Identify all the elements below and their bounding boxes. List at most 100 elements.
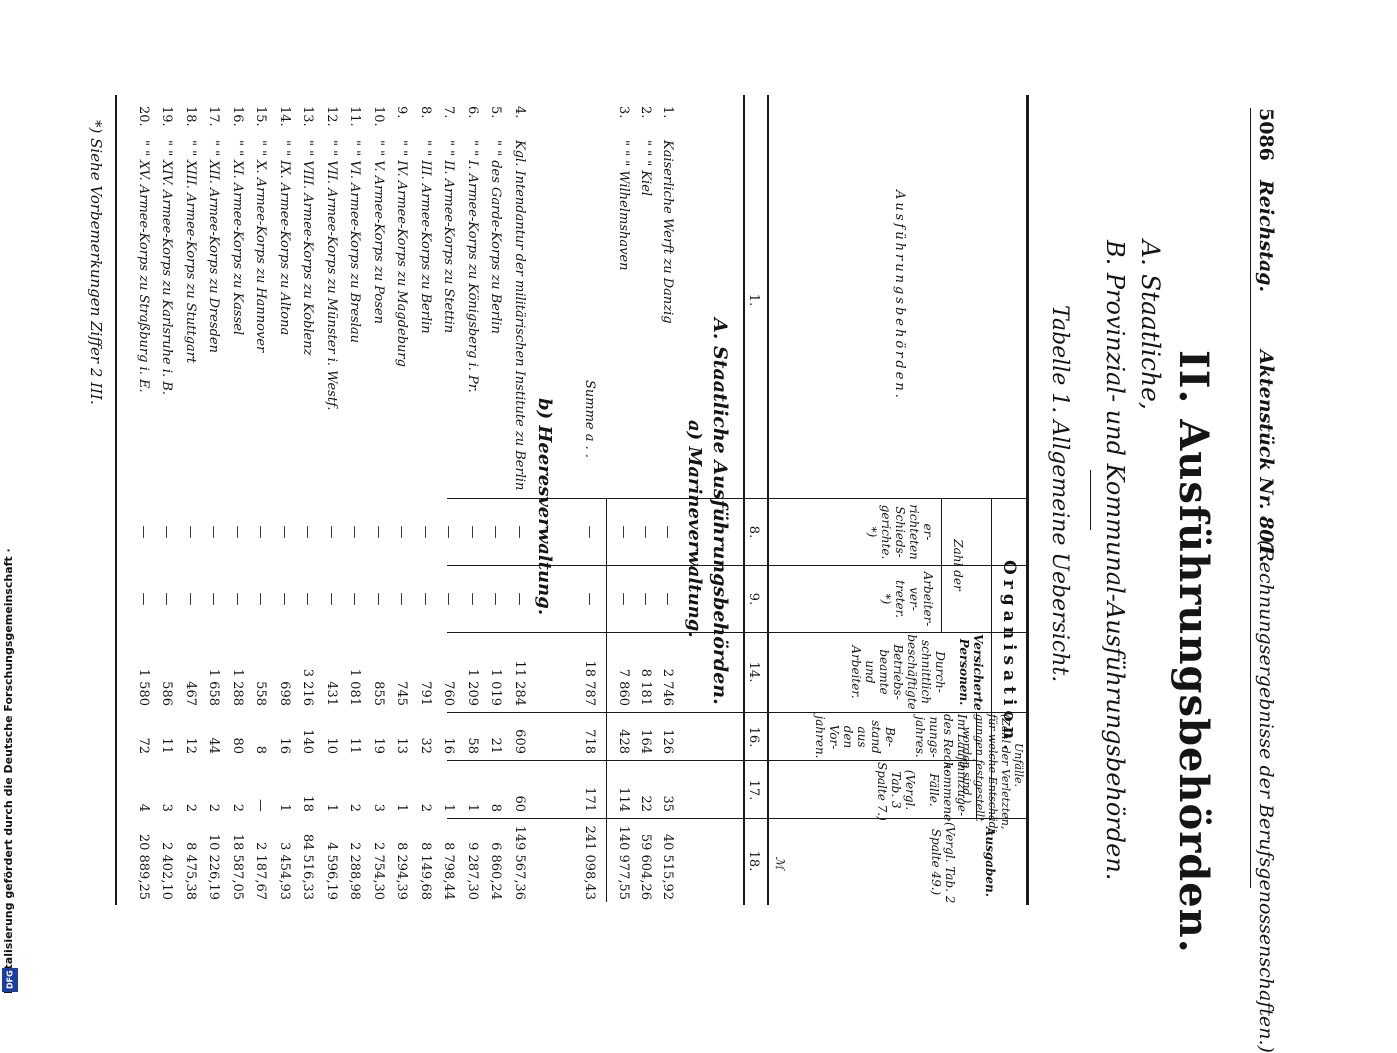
cell-col16: 10 — [324, 737, 339, 754]
cell-col14: 1 019 — [488, 668, 504, 706]
cell-col16: 12 — [183, 737, 198, 754]
list-item-b: B. Provinzial- und Kommunal-Ausführungsb… — [1101, 240, 1129, 881]
col-header-17-head: hinzuge- kommene Fälle. — [927, 762, 969, 822]
cell-col9: — — [230, 592, 245, 606]
row-name: " " XI. Armee-Korps zu Kassel — [230, 140, 245, 336]
cell-col18: 2 754,30 — [371, 842, 386, 900]
sum-col16: 718 — [582, 729, 597, 754]
sum-col14: 18 787 — [582, 660, 597, 707]
cell-col8: — — [660, 525, 675, 539]
row-name: " " X. Armee-Korps zu Hannover — [253, 140, 269, 353]
row-name: " " XV. Armee-Korps zu Straßburg i. E. — [136, 140, 151, 393]
row-number: 1. — [660, 106, 675, 119]
table-top-rule — [1026, 95, 1029, 905]
col-header-17: Be- stand aus den Vor- jahren. — [813, 715, 897, 759]
cell-col8: — — [371, 525, 386, 539]
cell-col17: 1 — [394, 803, 410, 812]
cell-col8: — — [253, 525, 269, 539]
cell-col14: 2 746 — [660, 668, 675, 706]
colnum-bottom-rule — [743, 95, 745, 905]
col-header-versicherte: Versicherte Personen. — [957, 634, 985, 711]
row-name: " " " Kiel — [638, 140, 653, 197]
cell-col9: — — [512, 592, 527, 606]
cell-col8: — — [488, 525, 504, 539]
col-header-zahl-der: Zahl der — [951, 539, 965, 591]
cell-col16: 32 — [418, 737, 433, 754]
cell-col17: 3 — [371, 803, 386, 812]
cell-col8: — — [136, 525, 151, 539]
separator — [1090, 470, 1091, 530]
cell-col14: 1 081 — [347, 668, 363, 706]
list-item-a: A. Staatliche, — [1136, 240, 1165, 410]
cell-col8: — — [512, 525, 527, 539]
cell-col8: — — [616, 525, 631, 539]
cell-col17: 8 — [488, 803, 504, 812]
cell-col17: 1 — [324, 803, 339, 812]
row-number: 4. — [512, 106, 527, 119]
section-a-sub-heading: a) Marineverwaltung. — [684, 420, 705, 638]
cell-col8: — — [230, 525, 245, 539]
cell-col9: — — [183, 592, 198, 606]
col-header-ausfuehrungsbehoerden: Ausführungsbehörden. — [892, 190, 907, 401]
cell-col17: 4 — [136, 803, 151, 812]
cell-col14: 791 — [418, 681, 433, 706]
cell-col16: 140 — [300, 729, 316, 754]
col-header-16: Im Laufe des Rech- nungs- jahres. — [913, 714, 969, 774]
cell-col17: 114 — [616, 787, 631, 812]
cell-col17: 2 — [347, 803, 363, 812]
cell-col18: 20 889,25 — [136, 833, 151, 900]
cell-col14: 855 — [371, 681, 386, 706]
col-header-17-ref: (Vergl. Tab. 3 Spalte 7.) — [875, 762, 917, 821]
cell-col16: 72 — [136, 737, 151, 754]
row-name: " " II. Armee-Korps zu Stettin — [441, 140, 457, 334]
cell-col8: — — [324, 525, 339, 539]
row-number: 6. — [465, 106, 480, 119]
colnum-14: 14. — [746, 661, 761, 683]
row-name: " " III. Armee-Korps zu Berlin — [418, 140, 433, 334]
cell-col16: 80 — [230, 737, 245, 754]
cell-col16: 58 — [465, 737, 480, 754]
cell-col17: 18 — [300, 795, 316, 812]
row-name: " " XII. Armee-Korps zu Dresden — [206, 140, 222, 353]
col-header-unfaelle: Unfälle. (Zahl der Verletzten, für welch… — [960, 714, 1025, 836]
row-number: 8. — [418, 106, 433, 119]
table-header-bottom-rule — [767, 95, 769, 905]
row-name: Kaiserliche Werft zu Danzig — [660, 140, 675, 324]
page-number: 5086 — [1255, 108, 1277, 161]
cell-col16: 8 — [253, 745, 269, 754]
cell-col9: — — [488, 592, 504, 606]
cell-col18: 40 515,92 — [660, 833, 675, 900]
col-header-8: er- richteten Schieds- gerichte. *) — [865, 504, 935, 560]
cell-col18: 9 287,30 — [465, 842, 480, 900]
cell-col18: 8 798,44 — [441, 842, 457, 900]
sum-label: Summe a . . — [582, 380, 597, 459]
colnum-1: 1. — [746, 293, 761, 307]
cell-col14: 760 — [441, 681, 457, 706]
page-title: II. Ausführungsbehörden. — [1170, 350, 1217, 954]
row-name: " " XIII. Armee-Korps zu Stuttgart — [183, 140, 198, 364]
cell-col18: 8 149,68 — [418, 842, 433, 900]
sum-col18: 241 098,43 — [582, 825, 597, 900]
row-number: 19. — [159, 106, 175, 127]
cell-col14: 745 — [394, 681, 410, 706]
cell-col8: — — [638, 525, 653, 539]
cell-col18: 2 187,67 — [253, 842, 269, 900]
cell-col14: 431 — [324, 681, 339, 706]
cell-col17: 2 — [230, 803, 245, 812]
cell-col9: — — [371, 592, 386, 606]
row-name: " " XIV. Armee-Korps zu Karlsruhe i. B. — [159, 140, 175, 395]
header-center: Aktenstück Nr. 801. — [1255, 350, 1277, 563]
cell-col16: 44 — [206, 737, 222, 754]
row-number: 5. — [488, 106, 504, 119]
cell-col18: 149 567,36 — [512, 825, 527, 900]
col-header-ausgaben: Ausgaben. — [983, 827, 997, 897]
cell-col9: — — [347, 592, 363, 606]
cell-col9: — — [277, 592, 292, 606]
col-rule-16 — [447, 712, 1027, 713]
cell-col16: 11 — [347, 737, 363, 754]
cell-col18: 18 587,05 — [230, 833, 245, 900]
section-a-heading: A. Staatliche Ausführungsbehörden. — [709, 318, 731, 705]
cell-col18: 59 604,26 — [638, 833, 653, 900]
section-b-sub-heading: b) Heeresverwaltung. — [534, 398, 555, 616]
header-left: Reichstag. — [1255, 180, 1277, 293]
